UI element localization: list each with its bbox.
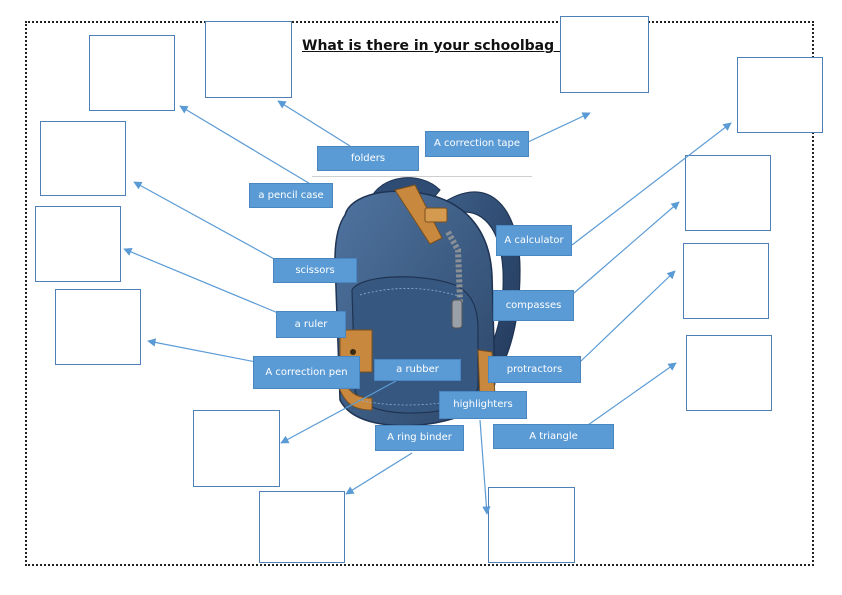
picture-box-11[interactable] bbox=[193, 410, 280, 487]
arrow-scissors bbox=[133, 181, 277, 261]
arrow-correction-tape bbox=[527, 112, 591, 143]
arrow-protractors bbox=[579, 270, 676, 363]
arrow-folders bbox=[277, 100, 351, 147]
arrow-calculator bbox=[571, 122, 732, 246]
picture-box-1[interactable] bbox=[89, 35, 175, 111]
picture-box-6[interactable] bbox=[685, 155, 771, 231]
label-highlighters[interactable]: highlighters bbox=[439, 391, 527, 419]
arrow-ruler bbox=[123, 248, 279, 314]
label-correction-pen[interactable]: A correction pen bbox=[253, 356, 360, 389]
arrow-compasses bbox=[573, 201, 680, 294]
label-protractors[interactable]: protractors bbox=[488, 356, 581, 383]
arrow-pencil-case bbox=[179, 105, 313, 186]
label-folders[interactable]: folders bbox=[317, 146, 419, 171]
title-divider bbox=[312, 176, 532, 177]
label-calculator[interactable]: A calculator bbox=[496, 225, 572, 256]
picture-box-8[interactable] bbox=[683, 243, 769, 319]
picture-box-13[interactable] bbox=[488, 487, 575, 563]
label-scissors[interactable]: scissors bbox=[273, 258, 357, 283]
picture-box-7[interactable] bbox=[35, 206, 121, 282]
label-ruler[interactable]: a ruler bbox=[276, 311, 346, 338]
label-correction-tape[interactable]: A correction tape bbox=[425, 131, 529, 157]
arrow-highlighters bbox=[479, 419, 491, 515]
arrow-correction-pen bbox=[147, 338, 257, 363]
label-pencil-case[interactable]: a pencil case bbox=[249, 183, 333, 208]
picture-box-3[interactable] bbox=[560, 16, 649, 93]
label-compasses[interactable]: compasses bbox=[493, 290, 574, 321]
arrow-triangle bbox=[587, 362, 677, 426]
picture-box-10[interactable] bbox=[686, 335, 772, 411]
page-border bbox=[25, 21, 814, 566]
picture-box-5[interactable] bbox=[40, 121, 126, 196]
picture-box-4[interactable] bbox=[737, 57, 823, 133]
picture-box-2[interactable] bbox=[205, 21, 292, 98]
picture-box-12[interactable] bbox=[259, 491, 345, 563]
label-rubber[interactable]: a rubber bbox=[374, 359, 461, 381]
picture-box-9[interactable] bbox=[55, 289, 141, 365]
arrow-rubber bbox=[280, 380, 397, 444]
arrow-ring-binder bbox=[345, 452, 413, 495]
label-triangle[interactable]: A triangle bbox=[493, 424, 614, 449]
worksheet-title: What is there in your schoolbag ? bbox=[302, 38, 568, 54]
label-ring-binder[interactable]: A ring binder bbox=[375, 425, 464, 451]
